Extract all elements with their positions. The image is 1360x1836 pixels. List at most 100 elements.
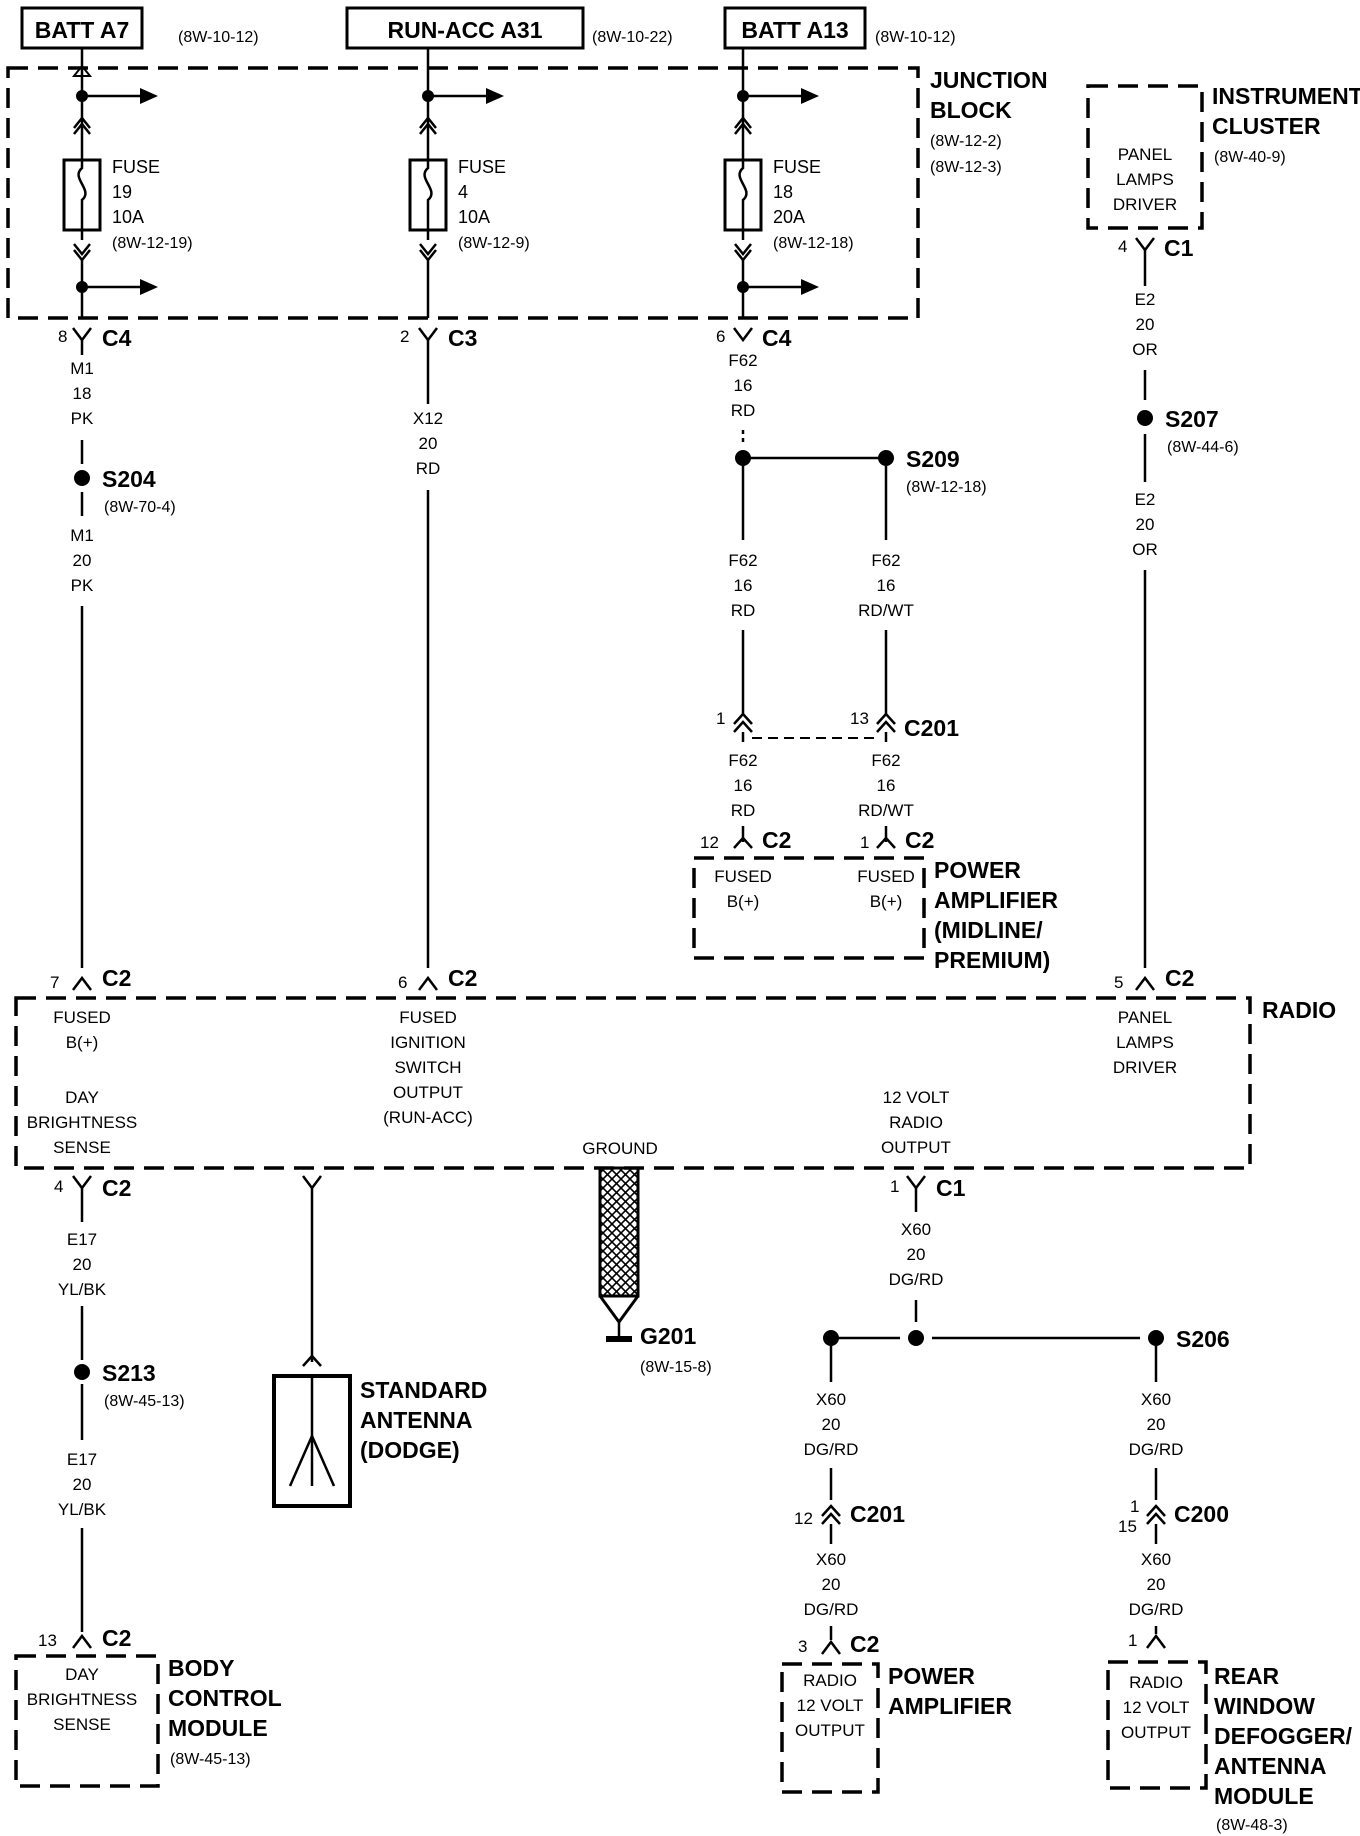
wire-gauge: 20 xyxy=(822,1575,841,1594)
pin-function: B(+) xyxy=(870,892,903,911)
ground-g201: G201 (8W-15-8) xyxy=(598,1166,712,1376)
component-title: AMPLIFIER xyxy=(888,1693,1012,1719)
wire-gauge: 20 xyxy=(73,551,92,570)
source-label: RUN-ACC A31 xyxy=(387,17,542,43)
pin-function: LAMPS xyxy=(1116,1033,1174,1052)
fuse-ref: (8W-12-9) xyxy=(458,235,530,252)
pin-function: OUTPUT xyxy=(393,1083,463,1102)
wire-gauge: 20 xyxy=(907,1245,926,1264)
pin-function: (RUN-ACC) xyxy=(383,1108,473,1127)
pin-function: FUSED xyxy=(53,1008,111,1027)
wire-m1-lower: M1 20 PK xyxy=(70,492,94,968)
component-title: STANDARD xyxy=(360,1377,487,1403)
wire-circuit: F62 xyxy=(871,551,900,570)
fuse-18: FUSE 18 20A (8W-12-18) xyxy=(723,48,854,318)
pin-function: 12 VOLT xyxy=(797,1696,864,1715)
pin-number: 4 xyxy=(54,1177,63,1196)
wire-f62-right-lower: F62 16 RD/WT xyxy=(858,732,914,842)
splice-s204: S204 (8W-70-4) xyxy=(74,466,176,516)
wire-circuit: F62 xyxy=(728,551,757,570)
wire-circuit: F62 xyxy=(728,751,757,770)
splice-s209: S209 (8W-12-18) xyxy=(735,446,987,496)
wire-circuit: X60 xyxy=(901,1220,931,1239)
wire-circuit: F62 xyxy=(871,751,900,770)
pin-number: 3 xyxy=(798,1637,807,1656)
component-title: CLUSTER xyxy=(1212,113,1321,139)
wire-color: DG/RD xyxy=(1129,1600,1184,1619)
connector-c200: 1 15 C200 xyxy=(1118,1497,1229,1536)
connector-id: C2 xyxy=(905,827,934,853)
pin-function: GROUND xyxy=(582,1139,658,1158)
wire-gauge: 16 xyxy=(734,776,753,795)
wire-circuit: M1 xyxy=(70,359,94,378)
pin-number: 1 xyxy=(1130,1497,1139,1516)
wire-circuit: E2 xyxy=(1135,290,1156,309)
wire-gauge: 20 xyxy=(1147,1575,1166,1594)
wire-color: OR xyxy=(1132,540,1158,559)
junction-ref-2: (8W-12-3) xyxy=(930,159,1002,176)
wire-gauge: 18 xyxy=(73,384,92,403)
wire-f62-left: F62 16 RD xyxy=(728,466,758,714)
wire-color: RD/WT xyxy=(858,801,914,820)
splice-ref: (8W-12-18) xyxy=(906,479,987,496)
pin-function: OUTPUT xyxy=(1121,1723,1191,1742)
pin-number: 7 xyxy=(50,973,59,992)
wire-color: OR xyxy=(1132,340,1158,359)
wire-gauge: 16 xyxy=(877,576,896,595)
fuse-ref: (8W-12-19) xyxy=(112,235,193,252)
component-ref: (8W-45-13) xyxy=(170,1751,251,1768)
pin-function: LAMPS xyxy=(1116,170,1174,189)
connector-radio-pin-4: 4 C2 xyxy=(54,1175,131,1201)
source-run-acc-a31: RUN-ACC A31 (8W-10-22) xyxy=(345,6,673,50)
junction-ref-1: (8W-12-2) xyxy=(930,133,1002,150)
connector-radio-c1: 1 C1 xyxy=(890,1175,966,1201)
fuse-amperage: 10A xyxy=(112,207,144,227)
connector-ic-c1: 4 C1 xyxy=(1118,235,1194,261)
wire-color: PK xyxy=(71,409,94,428)
fuse-number: 18 xyxy=(773,182,793,202)
pin-function: FUSED xyxy=(714,867,772,886)
wire-f62-right: F62 16 RD/WT xyxy=(858,466,914,714)
wire-gauge: 20 xyxy=(419,434,438,453)
connector-id: C2 xyxy=(448,965,477,991)
pin-function: IGNITION xyxy=(390,1033,466,1052)
wire-gauge: 20 xyxy=(822,1415,841,1434)
component-title: ANTENNA xyxy=(1214,1753,1326,1779)
splice-ref: (8W-44-6) xyxy=(1167,439,1239,456)
pin-function: PANEL xyxy=(1118,1008,1173,1027)
pin-function: DAY xyxy=(65,1088,99,1107)
pin-number: 5 xyxy=(1114,973,1123,992)
fuse-ref: (8W-12-18) xyxy=(773,235,854,252)
wire-gauge: 20 xyxy=(1136,515,1155,534)
source-ref: (8W-10-12) xyxy=(875,29,956,46)
pin-number: 12 xyxy=(700,833,719,852)
power-amplifier-midline: 12 C2 1 C2 FUSED B(+) FUSED B(+) POWER A… xyxy=(692,827,1058,973)
wire-circuit: X60 xyxy=(1141,1390,1171,1409)
fuse-number: 19 xyxy=(112,182,132,202)
wire-color: RD xyxy=(416,459,441,478)
radio-pin-6: 6 C2 xyxy=(398,965,477,992)
junction-title-1: JUNCTION xyxy=(930,67,1048,93)
wire-x60-left-upper: X60 20 DG/RD xyxy=(804,1346,858,1500)
source-ref: (8W-10-12) xyxy=(178,29,259,46)
pin-function: FUSED xyxy=(857,867,915,886)
wire-e17-lower: E17 20 YL/BK xyxy=(58,1384,107,1632)
rear-window-defogger-antenna-module: 1 RADIO 12 VOLT OUTPUT REAR WINDOW DEFOG… xyxy=(1106,1631,1353,1834)
pin-number: 2 xyxy=(400,327,409,346)
wire-circuit: E2 xyxy=(1135,490,1156,509)
splice-ref: (8W-45-13) xyxy=(104,1393,185,1410)
source-label: BATT A13 xyxy=(741,17,848,43)
pin-function: SWITCH xyxy=(394,1058,461,1077)
fuse-number: 4 xyxy=(458,182,468,202)
pin-number: 1 xyxy=(1128,1631,1137,1650)
pin-number: 6 xyxy=(716,327,725,346)
fuse-4: FUSE 4 10A (8W-12-9) xyxy=(408,48,530,318)
wire-color: YL/BK xyxy=(58,1500,107,1519)
splice-ref: (8W-70-4) xyxy=(104,499,176,516)
connector-c3: 2 C3 xyxy=(400,325,477,351)
pin-function: OUTPUT xyxy=(795,1721,865,1740)
component-title: REAR xyxy=(1214,1663,1280,1689)
wire-gauge: 16 xyxy=(734,576,753,595)
pin-function: DRIVER xyxy=(1113,1058,1177,1077)
connector-id: C200 xyxy=(1174,1501,1229,1527)
